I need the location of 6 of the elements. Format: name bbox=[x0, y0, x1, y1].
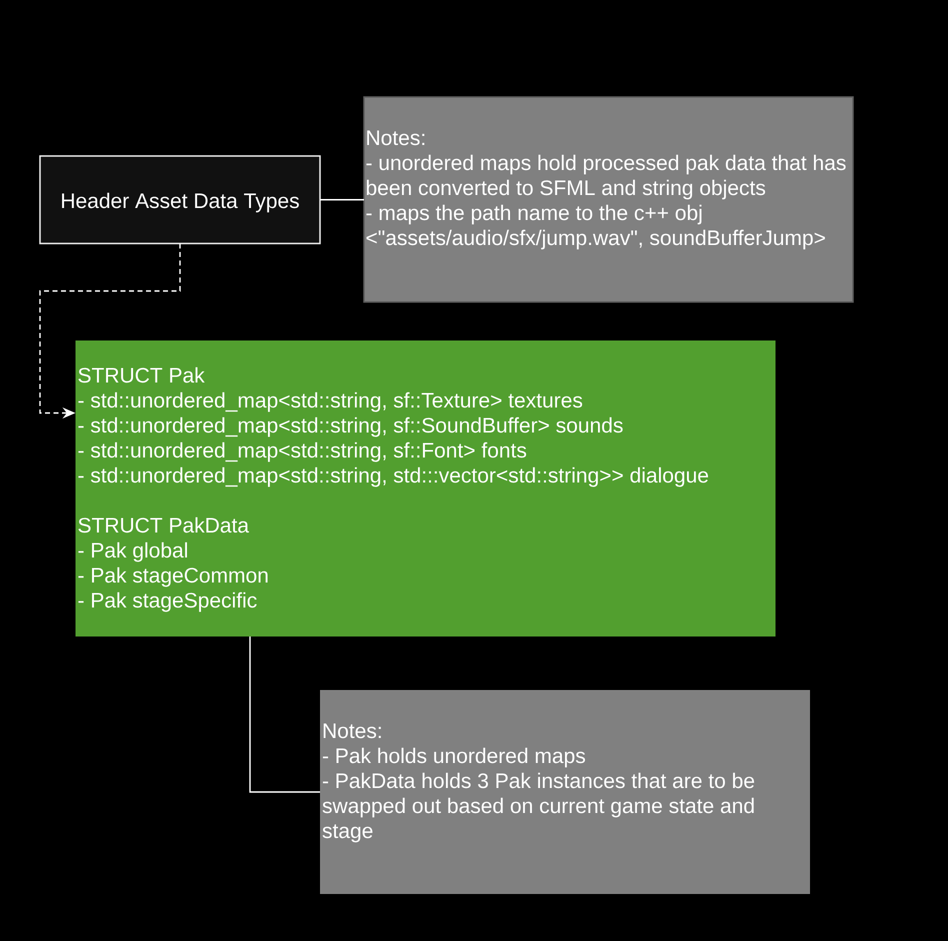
note-box: Notes: - unordered maps hold processed pak data that has been converted to SFML and string objects - maps the path name to the c++ obj <"assets/audio/sfx/jump.wav", soundBufferJump> bbox=[363, 96, 854, 303]
connector-line bbox=[249, 636, 320, 793]
note-box: Notes: - Pak holds unordered maps - PakData holds 3 Pak instances that are to be swapped out based on current game state and stage bbox=[320, 690, 810, 894]
title-box: Header Asset Data Types bbox=[39, 155, 321, 244]
struct-box: STRUCT Pak - std::unordered_map<std::string, sf::Texture> textures - std::unordered_map<std::string, sf::SoundBuffer> sounds - std::unordered_map<std::string, sf::Font> fonts - std::unordered_map<std::string, std:::vector<std::string>> dialogue STRUCT PakData - Pak global - Pak stageCommon - Pak stageSpecific bbox=[76, 340, 776, 636]
connector-line bbox=[320, 199, 364, 200]
